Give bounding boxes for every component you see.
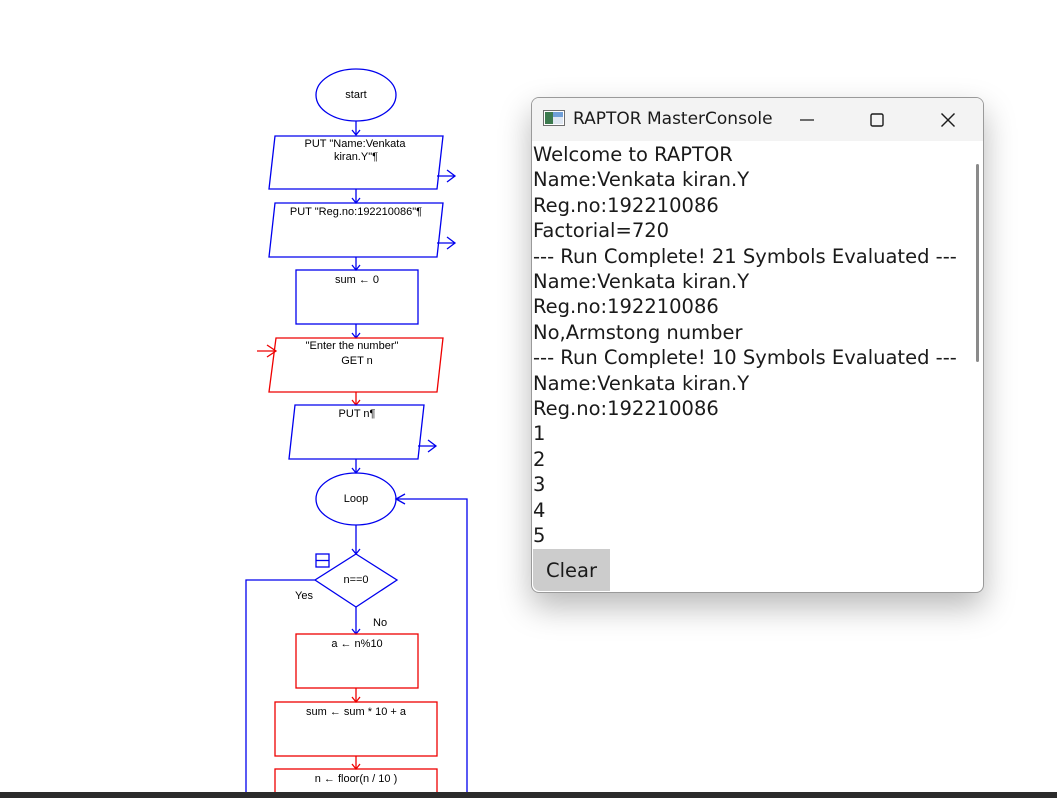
output-n-text: PUT n¶ (339, 408, 376, 420)
output-line: 3 (533, 473, 546, 497)
output-line: Name:Venkata kiran.Y (533, 270, 750, 294)
console-titlebar[interactable]: RAPTOR MasterConsole (532, 98, 983, 141)
assign-a-text: a ← n%10 (331, 638, 382, 650)
output-name-text-line2: kiran.Y"¶ (334, 151, 378, 163)
output-name-text-line1: PUT "Name:Venkata (305, 138, 407, 150)
assign-sum-init-text: sum ← 0 (335, 274, 379, 286)
console-output[interactable]: Welcome to RAPTOR Name:Venkata kiran.Y R… (533, 142, 973, 546)
assign-sum-init-symbol[interactable] (295, 269, 419, 325)
clear-button[interactable]: Clear (533, 549, 610, 591)
output-line: Name:Venkata kiran.Y (533, 371, 750, 395)
output-line: No,Armstong number (533, 320, 743, 344)
output-arrow-icon (446, 236, 457, 250)
close-button[interactable] (913, 98, 983, 141)
output-line: Reg.no:192210086 (533, 295, 719, 319)
output-line: Welcome to RAPTOR (533, 143, 733, 166)
master-console-window[interactable]: RAPTOR MasterConsole Welcome to RAPTOR N… (531, 97, 984, 593)
output-reg-symbol[interactable] (268, 202, 444, 258)
output-line: 5 (533, 524, 546, 546)
decision-yes-label: Yes (295, 590, 313, 602)
loop-return-arrow-icon (394, 493, 406, 505)
output-reg-text: PUT "Reg.no:192210086"¶ (290, 206, 422, 218)
output-line: --- Run Complete! 21 Symbols Evaluated -… (533, 244, 957, 268)
input-symbol[interactable] (268, 337, 444, 393)
input-get-text: GET n (341, 355, 373, 367)
loop-label: Loop (344, 493, 368, 505)
minimize-icon (800, 118, 814, 121)
assign-sum-text: sum ← sum * 10 + a (306, 706, 407, 718)
output-n-symbol[interactable] (288, 404, 425, 460)
taskbar-edge (0, 792, 1057, 798)
output-line: Factorial=720 (533, 219, 670, 243)
collapse-icon[interactable] (315, 553, 330, 568)
input-prompt-text: "Enter the number" (306, 340, 399, 352)
output-line: 1 (533, 422, 546, 446)
output-line: 4 (533, 498, 546, 522)
decision-no-label: No (373, 617, 387, 629)
console-title: RAPTOR MasterConsole (573, 109, 773, 129)
assign-a-symbol[interactable] (295, 633, 419, 689)
output-line: --- Run Complete! 10 Symbols Evaluated -… (533, 346, 957, 370)
output-line: Reg.no:192210086 (533, 193, 719, 217)
maximize-button[interactable] (842, 98, 912, 141)
assign-n-text: n ← floor(n / 10 ) (315, 773, 398, 785)
output-line: 2 (533, 447, 546, 471)
output-line: Name:Venkata kiran.Y (533, 168, 750, 192)
output-line: Reg.no:192210086 (533, 397, 719, 421)
start-label: start (345, 89, 366, 101)
maximize-icon (870, 112, 884, 127)
assign-n-symbol[interactable] (274, 768, 438, 798)
output-arrow-icon (446, 169, 457, 183)
input-arrow-icon (266, 344, 278, 358)
decision-condition-text: n==0 (343, 574, 368, 586)
app-icon (543, 110, 565, 126)
output-scrollbar[interactable] (976, 164, 979, 362)
output-arrow-icon (427, 439, 438, 453)
close-icon (941, 112, 955, 127)
output-name-symbol[interactable] (268, 135, 444, 190)
minimize-button[interactable] (772, 98, 842, 141)
